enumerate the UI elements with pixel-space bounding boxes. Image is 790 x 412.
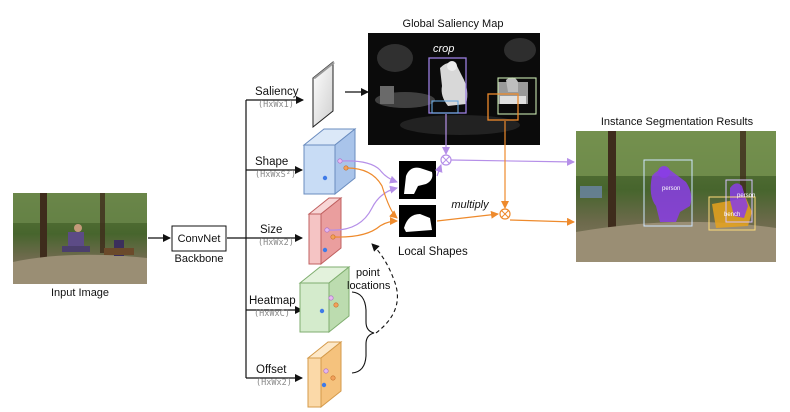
point-locations-label-1: point bbox=[356, 267, 380, 279]
multiply-node-orange bbox=[499, 208, 511, 220]
input-image-label: Input Image bbox=[51, 287, 109, 299]
purple-shape-to-local bbox=[341, 160, 398, 184]
purple-node-to-results bbox=[450, 157, 575, 166]
branch-saliency-name: Saliency bbox=[255, 86, 299, 98]
input-image bbox=[13, 193, 147, 284]
branch-size-dims: (HxWx2) bbox=[258, 238, 294, 248]
global-saliency-title: Global Saliency Map bbox=[403, 18, 504, 30]
heatmap-map-cube bbox=[298, 265, 351, 334]
local-shape-1 bbox=[399, 161, 436, 199]
result-box-person bbox=[643, 159, 693, 227]
purple-size-to-local bbox=[328, 185, 398, 231]
result-tag-bench: bench bbox=[724, 212, 740, 218]
results-title: Instance Segmentation Results bbox=[601, 116, 754, 128]
branch-heatmap-name: Heatmap bbox=[249, 295, 296, 307]
backbone-label: Backbone bbox=[175, 253, 224, 265]
crop-box-green bbox=[497, 77, 537, 115]
crop-label: crop bbox=[433, 43, 454, 55]
convnet-box bbox=[171, 225, 227, 252]
local-shapes-label: Local Shapes bbox=[398, 246, 468, 258]
branch-saliency-dims: (HxWx1) bbox=[258, 100, 294, 110]
offset-map-slab bbox=[306, 340, 343, 409]
crop-box-small bbox=[431, 100, 459, 114]
results-image bbox=[576, 131, 776, 262]
crop-box-bench bbox=[487, 93, 519, 121]
multiply-node-purple bbox=[440, 154, 452, 166]
local-shape-2 bbox=[399, 205, 436, 237]
saliency-map-slab bbox=[312, 60, 335, 129]
orange-node-to-results bbox=[509, 217, 575, 226]
branch-shape-dims: (HxWxS²) bbox=[255, 170, 296, 180]
convnet-label: ConvNet bbox=[178, 233, 221, 245]
branch-offset-name: Offset bbox=[256, 364, 287, 376]
orange-shape-to-local bbox=[346, 167, 398, 219]
branch-offset-dims: (HxWx2) bbox=[256, 378, 292, 388]
orange-local-to-node bbox=[436, 210, 499, 222]
branch-heatmap-dims: (HxWxC) bbox=[254, 309, 290, 319]
point-locations-label-2: locations bbox=[347, 280, 391, 292]
multiply-label: multiply bbox=[451, 199, 490, 211]
orange-size-to-local bbox=[333, 217, 398, 238]
result-tag-person-2: person bbox=[737, 193, 755, 199]
branch-shape-name: Shape bbox=[255, 156, 288, 168]
purple-local-to-node bbox=[434, 164, 443, 177]
result-tag-person: person bbox=[662, 186, 680, 192]
branch-size-name: Size bbox=[260, 224, 282, 236]
result-box-person-2 bbox=[725, 179, 753, 223]
point-locations-brace bbox=[351, 291, 375, 374]
size-map-slab bbox=[307, 196, 343, 266]
result-box-bench bbox=[708, 196, 756, 231]
